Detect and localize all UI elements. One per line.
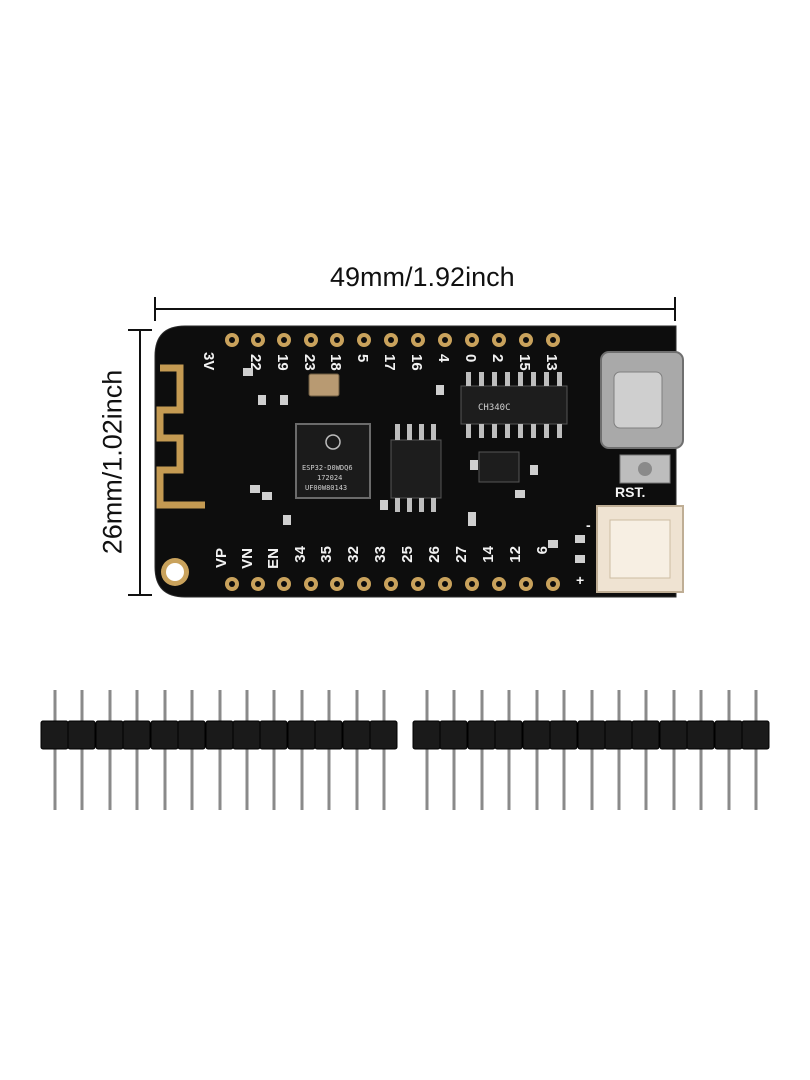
top-pin-label: 5 [354,354,371,362]
reset-button [619,454,671,484]
bottom-pin-label: 35 [318,546,335,563]
bottom-pin-label: 32 [345,546,362,563]
top-pin-label: 13 [543,354,560,371]
usb-serial-chip: CH340C [460,372,568,438]
bottom-pin-label: VP [213,548,230,568]
mounting-hole [161,558,189,586]
voltage-regulator [478,451,520,483]
chip-text-line-1: ESP32-D0WDQ6 [302,464,353,472]
chip-text-line-3: UF00W80143 [305,484,347,492]
pcb-antenna [156,364,205,509]
esp32-chip: ESP32-D0WDQ6 172024 UF00W80143 [295,423,371,499]
battery-plus-label: + [576,572,584,588]
bottom-pin-label: 6 [534,546,551,554]
smd-components [243,368,585,563]
top-pin-label: 16 [408,354,425,371]
usb-c-port [600,351,684,449]
bottom-pin-label: 25 [399,546,416,563]
height-dimension-line [128,329,152,596]
chip-text-line-2: 172024 [317,474,342,482]
top-pin-label: 17 [381,354,398,371]
bottom-pin-label: EN [265,548,282,569]
width-dimension-label: 49mm/1.92inch [330,262,515,292]
top-pin-label: 2 [489,354,506,362]
width-dimension-line [154,297,676,321]
bottom-pin-label: 33 [372,546,389,563]
top-pin-label: 4 [435,354,452,363]
battery-minus-label: - [586,517,591,533]
battery-connector [596,505,684,593]
top-pin-label: 23 [301,354,318,371]
bottom-pin-label: 12 [507,546,524,563]
top-pin-label: 19 [274,354,291,371]
esp32-board: ESP32-D0WDQ6 172024 UF00W80143 CH340C [154,325,684,598]
crystal-oscillator [308,373,340,397]
bottom-pin-label: 27 [453,546,470,563]
top-pin-label: 0 [462,354,479,362]
top-pin-label: 3V [200,352,217,370]
reset-label: RST. [615,484,645,500]
bottom-pin-label: 26 [426,546,443,563]
top-pin-label: 18 [327,354,344,371]
bottom-pin-label: VN [239,548,256,569]
top-pin-label: 22 [247,354,264,371]
top-pin-label: 15 [516,354,533,371]
pin-header-left [40,690,398,810]
pin-header-right [412,690,770,810]
flash-chip [390,424,442,512]
bottom-pin-label: 34 [292,545,309,562]
bottom-pin-label: 14 [480,545,497,562]
usb-chip-label: CH340C [478,403,511,413]
